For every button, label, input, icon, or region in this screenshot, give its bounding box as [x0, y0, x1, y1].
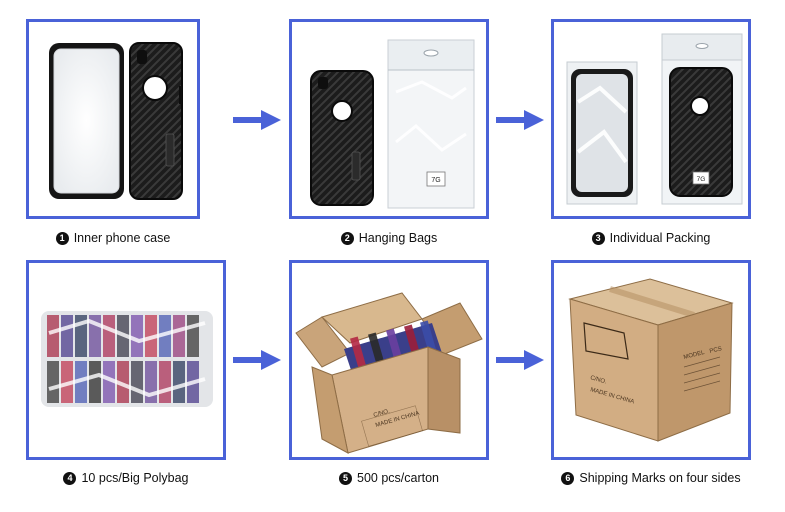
packed-black-case: 7G	[661, 33, 743, 205]
right-arrow-icon	[233, 350, 281, 370]
step-1-panel	[26, 19, 200, 219]
step-2-image: 7G	[310, 39, 475, 209]
carton-cno-mark: C/NO.	[373, 408, 391, 418]
step-4-label: 10 pcs/Big Polybag	[81, 471, 189, 485]
step-6-panel: MODEL PCS C/NO. MADE IN CHINA	[551, 260, 751, 460]
black-phone-case	[310, 70, 374, 206]
step-6-number: 6	[561, 471, 575, 485]
step-6-caption: 6 Shipping Marks on four sides	[551, 468, 751, 488]
bag-size-label: 7G	[431, 177, 440, 184]
sealed-carton: MODEL PCS C/NO. MADE IN CHINA	[568, 278, 734, 442]
step-6-label: Shipping Marks on four sides	[579, 471, 741, 485]
hanging-poly-bag: 7G	[387, 39, 475, 209]
step-5-caption: 5 500 pcs/carton	[289, 468, 489, 488]
step-1-label: Inner phone case	[73, 231, 171, 245]
step-1-number: 1	[55, 231, 69, 245]
step-3-image: 7G	[566, 33, 743, 205]
step-4-number: 4	[63, 471, 77, 485]
step-1-caption: 1 Inner phone case	[26, 228, 200, 248]
step-3-number: 3	[591, 231, 605, 245]
carton-front-cno-mark: C/NO.	[589, 375, 607, 385]
big-polybag	[41, 311, 213, 407]
step-5-label: 500 pcs/carton	[357, 471, 439, 485]
right-arrow-icon	[496, 110, 544, 130]
step-4-image	[41, 311, 213, 407]
carton-side-pcs-mark: PCS	[709, 346, 722, 355]
step-5-number: 5	[339, 471, 352, 485]
step-2-panel: 7G	[289, 19, 489, 219]
packed-clear-case	[566, 61, 638, 205]
step-5-image: C/NO. MADE IN CHINA	[295, 292, 483, 454]
step-4-caption: 4 10 pcs/Big Polybag	[26, 468, 226, 488]
step-3-label: Individual Packing	[609, 231, 711, 245]
step-2-label: Hanging Bags	[358, 231, 438, 245]
step-3-panel: 7G	[551, 19, 751, 219]
carton-side-model-mark: MODEL	[683, 350, 706, 361]
step-2-caption: 2 Hanging Bags	[289, 228, 489, 248]
step-5-panel: C/NO. MADE IN CHINA	[289, 260, 489, 460]
step-4-panel	[26, 260, 226, 460]
right-arrow-icon	[496, 350, 544, 370]
step-6-image: MODEL PCS C/NO. MADE IN CHINA	[568, 278, 734, 442]
bag-size-label-small: 7G	[697, 176, 706, 183]
open-carton: C/NO. MADE IN CHINA	[295, 292, 483, 454]
step-1-image	[49, 42, 183, 200]
step-2-number: 2	[340, 231, 354, 245]
right-arrow-icon	[233, 110, 281, 130]
carbon-back-case	[129, 42, 183, 200]
step-3-caption: 3 Individual Packing	[551, 228, 751, 248]
